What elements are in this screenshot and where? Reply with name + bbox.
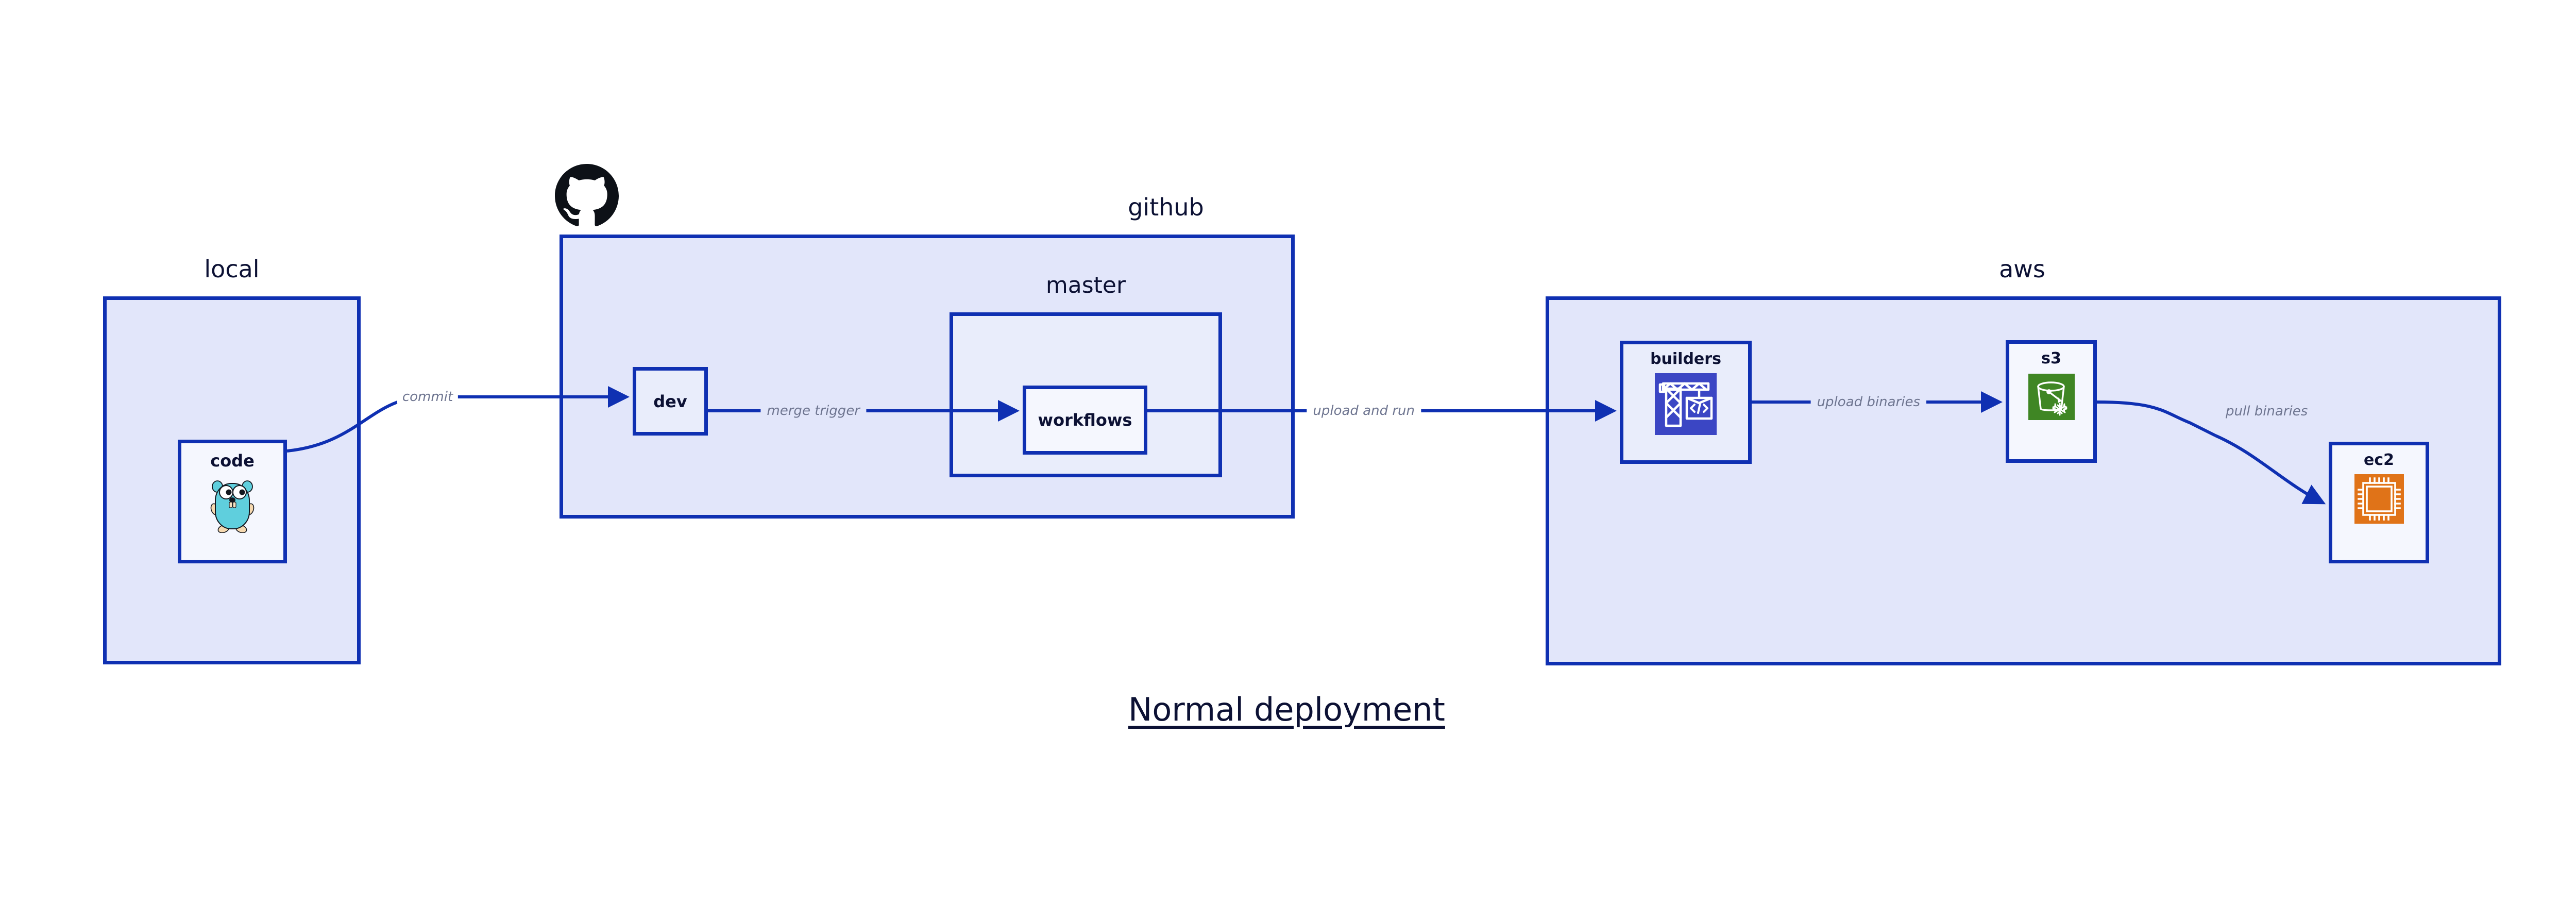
node-ec2[interactable]: ec2 [2329, 442, 2429, 563]
edge-label-upload-and-run: upload and run [1307, 404, 1421, 417]
node-label-code: code [210, 451, 255, 471]
github-logo-icon [555, 164, 619, 228]
node-label-builders: builders [1650, 350, 1721, 368]
group-label-aws: aws [1999, 255, 2045, 283]
edge-label-merge-trigger: merge trigger [760, 404, 866, 417]
edge-label-upload-binaries: upload binaries [1810, 395, 1926, 409]
edge-label-commit: commit [397, 390, 459, 404]
crane-code-icon [1655, 373, 1717, 437]
node-label-workflows: workflows [1038, 410, 1132, 430]
group-label-master: master [1045, 272, 1126, 298]
node-s3[interactable]: s3 [2006, 340, 2097, 463]
s3-bucket-icon [2028, 374, 2075, 422]
go-gopher-icon [210, 477, 255, 535]
node-dev[interactable]: dev [633, 367, 708, 436]
node-label-ec2: ec2 [2363, 451, 2394, 469]
node-builders[interactable]: builders [1620, 341, 1752, 464]
node-label-dev: dev [653, 391, 687, 411]
node-workflows[interactable]: workflows [1023, 386, 1147, 455]
edge-label-pull-binaries: pull binaries [2221, 405, 2313, 418]
cpu-chip-icon [2354, 474, 2404, 526]
node-label-s3: s3 [2041, 349, 2061, 368]
node-code[interactable]: code [178, 440, 287, 563]
group-label-local: local [204, 255, 260, 283]
group-label-github: github [1128, 193, 1204, 221]
diagram-title: Normal deployment [1128, 691, 1445, 728]
